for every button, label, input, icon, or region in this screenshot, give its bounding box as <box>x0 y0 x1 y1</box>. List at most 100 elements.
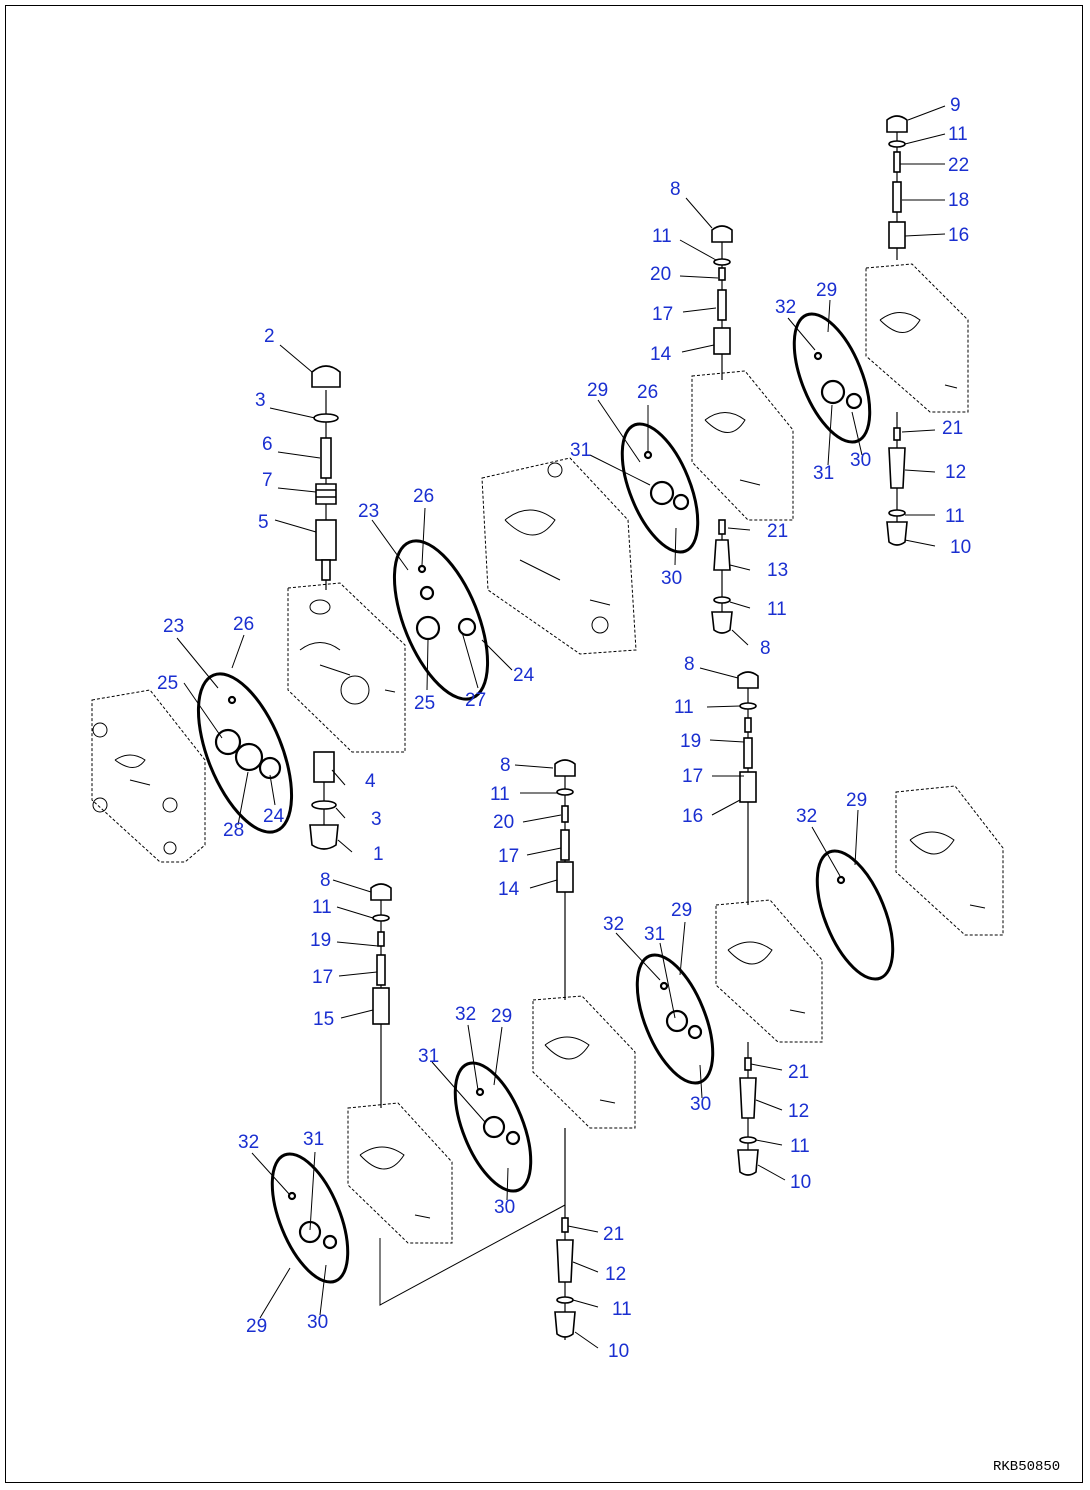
part-stack-a <box>309 365 341 850</box>
callout-29b: 29 <box>816 280 837 301</box>
callout-24b: 24 <box>513 665 535 686</box>
part-stack-c <box>886 115 908 546</box>
callout-20: 20 <box>650 264 671 285</box>
valve-block-3 <box>691 370 794 521</box>
callout-23: 23 <box>163 616 184 637</box>
callout-7: 7 <box>262 470 273 491</box>
callout-29: 29 <box>587 380 608 401</box>
valve-block-1 <box>287 582 406 753</box>
callout-4: 4 <box>365 771 376 792</box>
callout-8d: 8 <box>500 755 511 776</box>
callout-32c: 32 <box>603 914 624 935</box>
callout-8c: 8 <box>684 654 695 675</box>
callout-29c: 29 <box>846 790 867 811</box>
callout-25: 25 <box>157 673 178 694</box>
callout-26: 26 <box>233 614 254 635</box>
callout-32e: 32 <box>238 1132 259 1153</box>
callout-17c: 17 <box>498 846 519 867</box>
callout-31d: 31 <box>418 1046 439 1067</box>
callout-26c: 26 <box>637 382 658 403</box>
part-stack-b <box>711 225 733 634</box>
callout-10: 10 <box>950 537 971 558</box>
callout-14: 14 <box>650 344 672 365</box>
callout-16b: 16 <box>682 806 703 827</box>
callout-26b: 26 <box>413 486 434 507</box>
assembly-connection-line <box>379 1204 566 1306</box>
callout-10c: 10 <box>608 1341 629 1362</box>
callout-21: 21 <box>767 521 788 542</box>
leader-lines <box>176 105 946 1349</box>
callout-11: 11 <box>652 226 672 247</box>
callout-10b: 10 <box>790 1172 811 1193</box>
callout-3: 3 <box>255 390 266 411</box>
callout-19b: 19 <box>310 930 331 951</box>
callout-9: 9 <box>950 95 961 116</box>
callout-11e: 11 <box>674 697 694 718</box>
callout-29d: 29 <box>671 900 692 921</box>
valve-block-5 <box>715 899 823 1043</box>
callout-17: 17 <box>652 304 673 325</box>
gasket-middle-right <box>635 953 715 1085</box>
valve-block-7 <box>347 1102 453 1244</box>
callout-11g: 11 <box>490 784 510 805</box>
callout-29f: 29 <box>246 1316 267 1337</box>
valve-block-right-end <box>895 785 1004 936</box>
gasket-middle <box>453 1061 533 1193</box>
callout-15: 15 <box>313 1009 334 1030</box>
callout-16: 16 <box>948 225 969 246</box>
callout-32: 32 <box>775 297 796 318</box>
callout-5: 5 <box>258 512 269 533</box>
callout-11d: 11 <box>945 506 965 527</box>
callout-21d: 21 <box>788 1062 809 1083</box>
callout-17b: 17 <box>682 766 703 787</box>
callout-20b: 20 <box>493 812 514 833</box>
callout-32d: 32 <box>455 1004 476 1025</box>
callout-labels: 2 3 6 7 5 4 3 1 8 11 20 17 14 21 13 11 8… <box>157 95 971 1362</box>
valve-block-4 <box>865 263 969 413</box>
callout-21e: 21 <box>603 1224 624 1245</box>
gasket-upper-right <box>792 312 872 444</box>
valve-block-6 <box>532 995 636 1129</box>
drawing-code: RKB50850 <box>993 1459 1060 1475</box>
callout-32b: 32 <box>796 806 817 827</box>
gasket-lower-left <box>270 1152 350 1284</box>
valve-block-2 <box>481 457 637 655</box>
callout-25b: 25 <box>414 693 435 714</box>
callout-31: 31 <box>570 440 591 461</box>
callout-18: 18 <box>948 190 969 211</box>
callout-14b: 14 <box>498 879 520 900</box>
callout-8: 8 <box>670 179 681 200</box>
callout-12c: 12 <box>605 1264 626 1285</box>
callout-30d: 30 <box>494 1197 515 1218</box>
callout-11b: 11 <box>767 599 787 620</box>
callout-31e: 31 <box>303 1129 324 1150</box>
gasket-right <box>815 849 895 981</box>
callout-31b: 31 <box>813 463 834 484</box>
callout-24: 24 <box>263 806 285 827</box>
callout-22: 22 <box>948 155 969 176</box>
drawing-frame <box>5 5 1083 1483</box>
callout-29e: 29 <box>491 1006 512 1027</box>
callout-8e: 8 <box>320 870 331 891</box>
callout-31c: 31 <box>644 924 665 945</box>
gasket-center-left <box>392 539 490 701</box>
callout-30c: 30 <box>690 1094 711 1115</box>
callout-13: 13 <box>767 560 788 581</box>
callout-23b: 23 <box>358 501 379 522</box>
callout-21c: 21 <box>942 418 963 439</box>
callout-8b: 8 <box>760 638 771 659</box>
callout-30e: 30 <box>307 1312 328 1333</box>
part-stack-e <box>554 759 576 1340</box>
callout-17d: 17 <box>312 967 333 988</box>
callout-19: 19 <box>680 731 701 752</box>
callout-2: 2 <box>264 326 275 347</box>
callout-11i: 11 <box>312 897 332 918</box>
callout-12: 12 <box>945 462 966 483</box>
callout-1: 1 <box>373 844 384 865</box>
callout-3b: 3 <box>371 809 382 830</box>
part-stack-f <box>370 883 392 1108</box>
callout-30b: 30 <box>850 450 871 471</box>
valve-block-left-end <box>91 689 206 863</box>
callout-6: 6 <box>262 434 273 455</box>
callout-11c: 11 <box>948 124 968 145</box>
